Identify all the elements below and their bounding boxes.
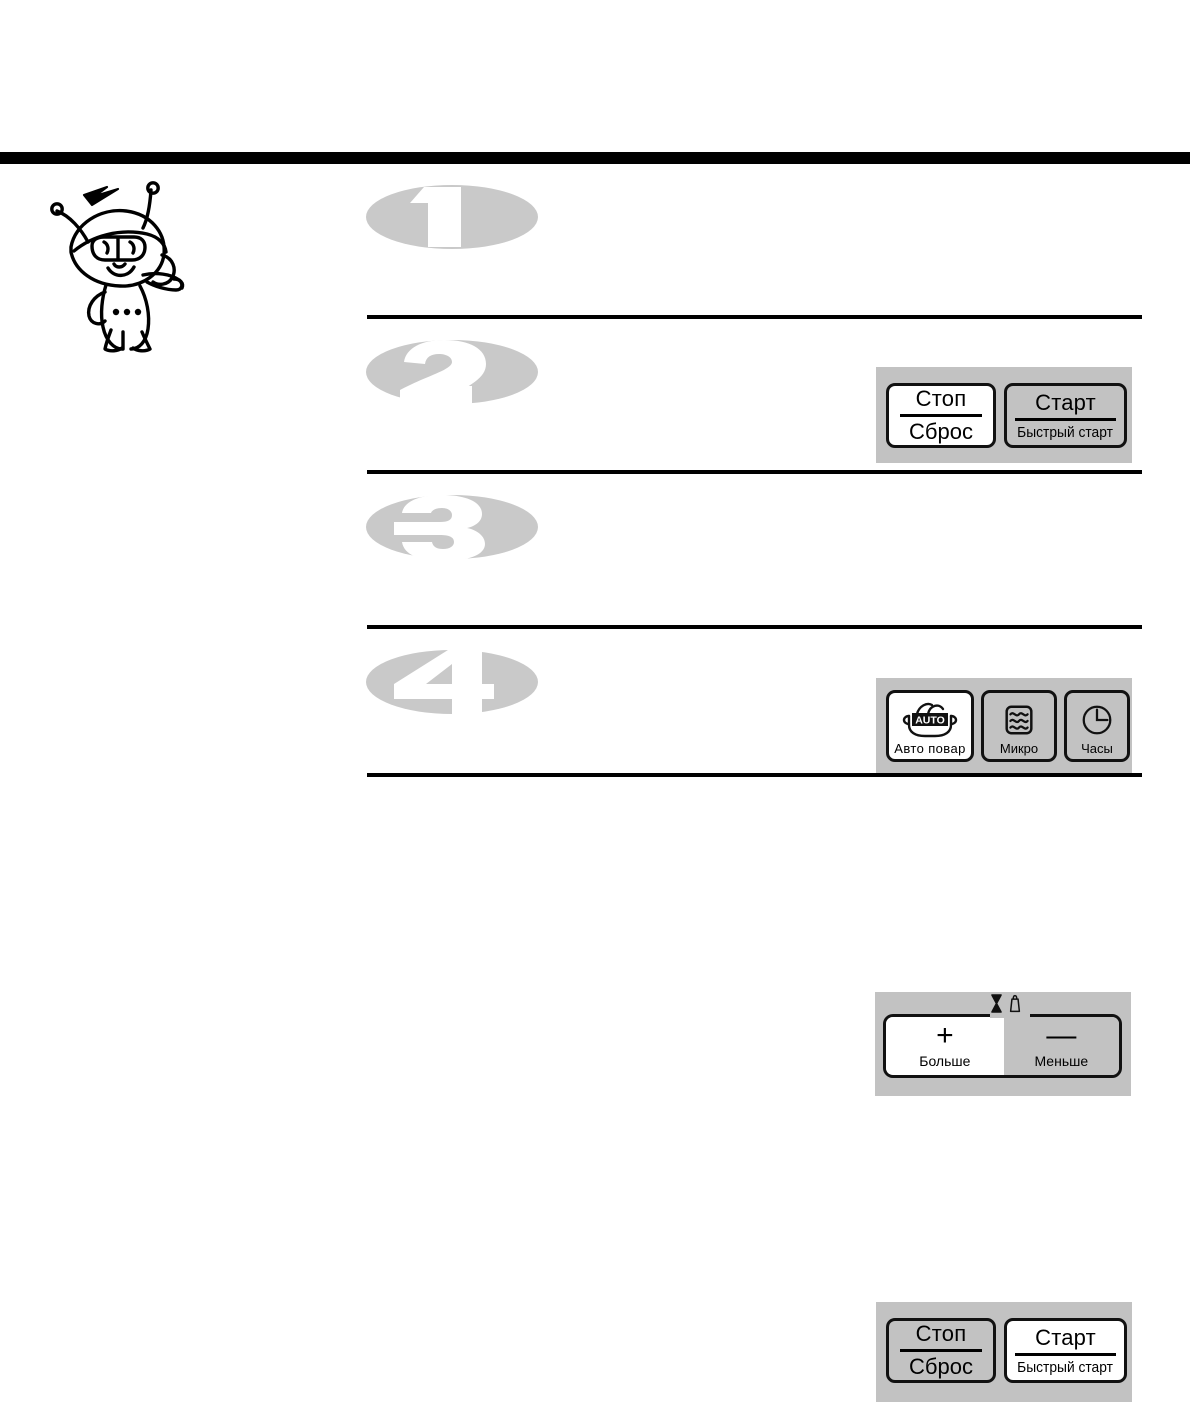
step-separator <box>367 773 1142 777</box>
key-clock-label: Часы <box>1081 741 1113 756</box>
control-panel-more-less: + Больше — Меньше <box>875 992 1131 1096</box>
control-panel-stop-start: Стоп Сброс Старт Быстрый старт <box>876 1302 1132 1402</box>
key-clock[interactable]: Часы <box>1064 690 1130 762</box>
control-panel-stop-start: Стоп Сброс Старт Быстрый старт <box>876 367 1132 463</box>
key-auto-cook-label: Авто повар <box>894 741 966 756</box>
step-separator <box>367 625 1142 629</box>
more-less-frame: + Больше — Меньше <box>883 1014 1122 1078</box>
step-separator <box>367 315 1142 319</box>
key-less[interactable]: — Меньше <box>1003 1017 1119 1075</box>
svg-text:AUTO: AUTO <box>915 715 945 727</box>
step-number-badge: 2 <box>366 340 538 404</box>
key-divider-rule <box>900 414 982 417</box>
step-separator <box>367 470 1142 474</box>
control-panel-modes: AUTO Авто повар М <box>876 678 1132 774</box>
key-start-label-bottom: Быстрый старт <box>1017 423 1114 441</box>
key-divider-rule <box>1015 417 1116 421</box>
key-more-sign: + <box>936 1019 954 1052</box>
key-stop-label-bottom: Сброс <box>909 419 973 444</box>
key-start-quickstart[interactable]: Старт Быстрый старт <box>1004 1318 1127 1383</box>
key-more-label: Больше <box>919 1053 971 1069</box>
key-more[interactable]: + Больше <box>886 1017 1004 1075</box>
step-row: 2 AUTO <box>0 319 1190 774</box>
key-less-sign: — <box>1046 1019 1077 1052</box>
clock-icon <box>1078 700 1116 740</box>
step-number-badge: 1 <box>366 185 538 249</box>
badge-numeral-4 <box>366 650 538 714</box>
key-less-label: Меньше <box>1034 1053 1089 1069</box>
badge-numeral-3 <box>366 495 538 561</box>
key-start-quickstart[interactable]: Старт Быстрый старт <box>1004 383 1127 448</box>
key-divider-rule <box>900 1349 982 1352</box>
auto-pot-icon: AUTO <box>901 700 959 740</box>
key-stop-label-top: Стоп <box>915 386 967 411</box>
badge-numeral-2 <box>366 340 538 404</box>
step-row: 3 + Больше — Меньше <box>0 474 1190 1096</box>
key-micro-label: Микро <box>999 741 1039 756</box>
step-number-badge: 4 <box>366 650 538 714</box>
key-micro[interactable]: Микро <box>981 690 1057 762</box>
key-stop-reset[interactable]: Стоп Сброс <box>886 383 996 448</box>
key-start-label-bottom: Быстрый старт <box>1017 1358 1114 1376</box>
microwave-waves-icon <box>1000 700 1038 740</box>
chef-robot-mascot <box>48 172 198 353</box>
step-number-badge: 3 <box>366 495 538 561</box>
key-start-label-top: Старт <box>1035 389 1096 415</box>
more-less-rocker: + Больше — Меньше <box>883 994 1122 1078</box>
header-rule <box>0 152 1190 164</box>
key-start-label-top: Старт <box>1035 1324 1096 1350</box>
badge-numeral-1 <box>366 185 538 249</box>
key-stop-label-top: Стоп <box>915 1321 967 1346</box>
key-auto-cook[interactable]: AUTO Авто повар <box>886 690 974 762</box>
hourglass-icon <box>989 993 1004 1019</box>
weight-icon <box>1008 993 1022 1019</box>
step-row: 1 Стоп Сброс Старт Быстрый старт <box>0 164 1190 463</box>
steps-list: 1 Стоп Сброс Старт Быстрый старт <box>0 164 1190 1402</box>
key-divider-rule <box>1015 1352 1116 1356</box>
time-weight-icons <box>989 994 1033 1019</box>
step-row: 4 Стоп Сброс Старт Быстрый старт <box>0 629 1190 1402</box>
key-stop-reset[interactable]: Стоп Сброс <box>886 1318 996 1383</box>
key-stop-label-bottom: Сброс <box>909 1354 973 1379</box>
